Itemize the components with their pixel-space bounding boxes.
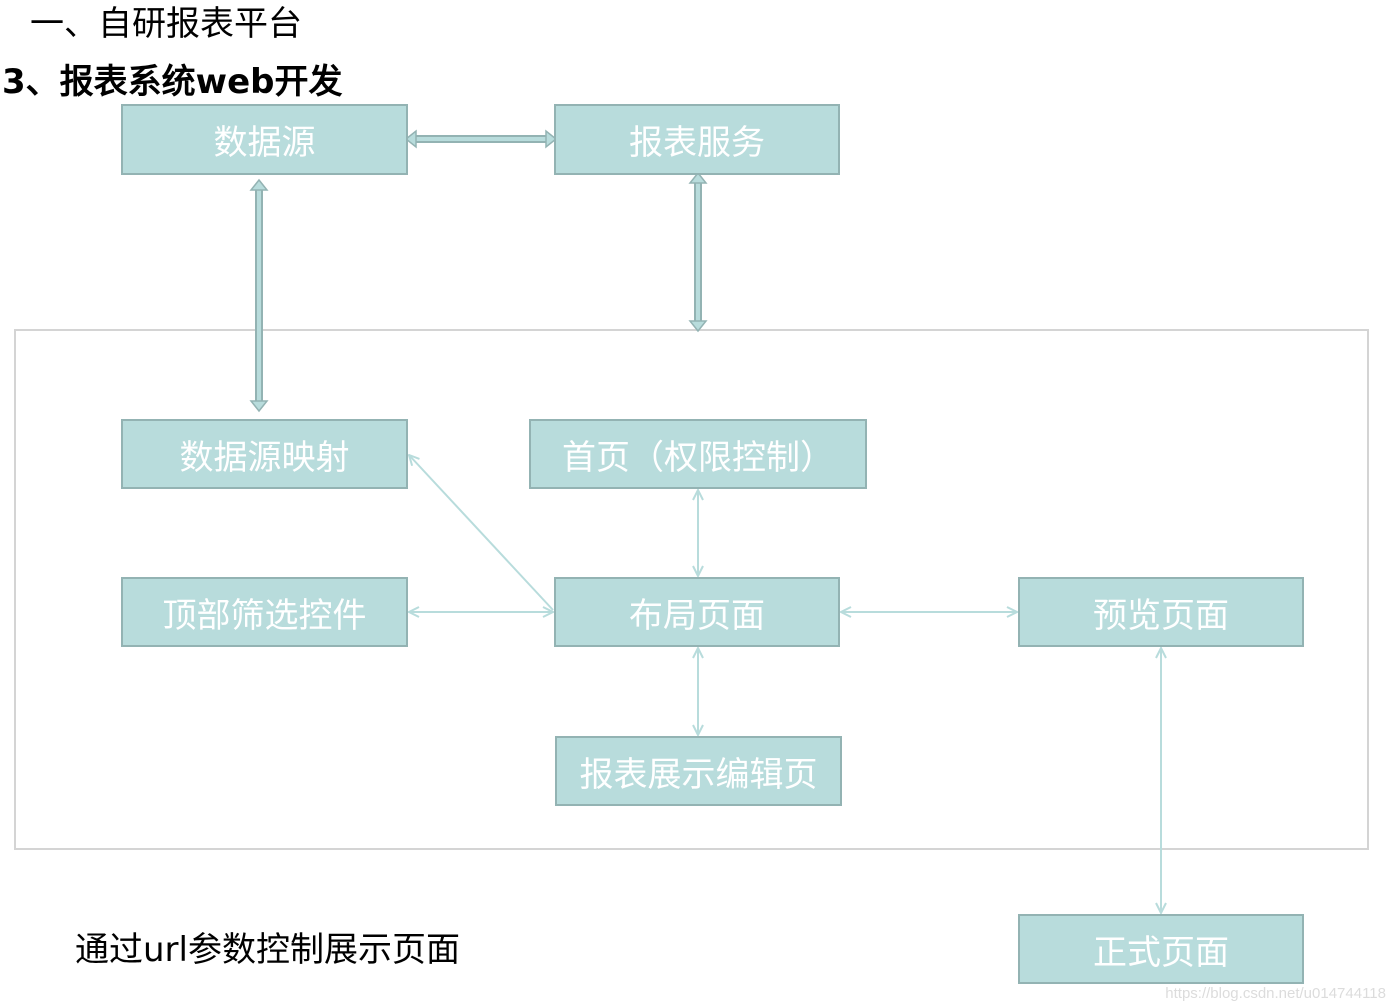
web-frontend-container — [14, 329, 1369, 850]
node-datasource: 数据源 — [121, 104, 408, 175]
url-param-note: 通过url参数控制展示页面 — [75, 930, 460, 970]
node-home: 首页（权限控制） — [529, 419, 867, 489]
node-datasource-mapping: 数据源映射 — [121, 419, 408, 489]
node-formal-page: 正式页面 — [1018, 914, 1304, 984]
node-layout-page: 布局页面 — [554, 577, 840, 647]
node-report-service: 报表服务 — [554, 104, 840, 175]
arrow-reportservice-container — [688, 171, 708, 333]
arrow-datasource-reportservice — [404, 129, 558, 149]
arrow-datasource-mapping — [249, 178, 269, 413]
section-heading: 一、自研报表平台 — [30, 4, 302, 44]
subsection-heading: 3、报表系统web开发 — [2, 62, 343, 102]
node-preview-page: 预览页面 — [1018, 577, 1304, 647]
arrow-layout-mapping — [409, 455, 554, 611]
node-top-filter: 顶部筛选控件 — [121, 577, 408, 647]
watermark: https://blog.csdn.net/u014744118 — [1165, 985, 1386, 1002]
node-report-editor: 报表展示编辑页 — [555, 736, 842, 806]
